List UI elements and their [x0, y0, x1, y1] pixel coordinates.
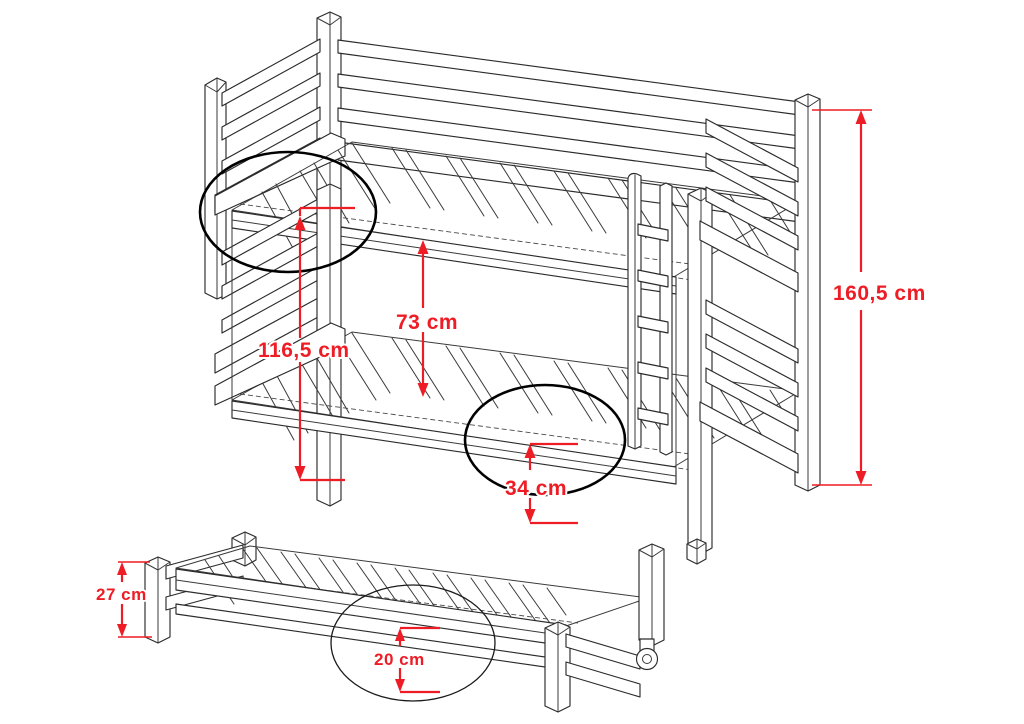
dimension-label-clearance: 73 cm — [396, 311, 458, 334]
dimension-upper-bunk-height: 116,5 cm — [256, 206, 355, 482]
callout-ellipse-upper-bunk — [198, 150, 378, 274]
dimension-lower-bunk-height: 34 cm — [503, 442, 578, 525]
dimension-clearance: 73 cm — [394, 240, 460, 397]
dimension-total-height: 160,5 cm — [812, 109, 927, 486]
dimension-trundle-slat-height: 20 cm — [372, 626, 440, 694]
callout-ellipse-lower-bunk — [463, 383, 627, 497]
dimension-label-lower-bunk-height: 34 cm — [505, 477, 567, 500]
lower-bunk-front-rail — [231, 400, 677, 485]
trundle-footboard-right — [565, 633, 641, 698]
footboard-right-upper-slats — [699, 118, 799, 293]
ladder — [627, 172, 673, 456]
dimension-label-trundle-frame-height: 27 cm — [96, 585, 147, 604]
bunk-bed-assembly — [204, 11, 821, 555]
callout-ellipse-trundle — [330, 584, 496, 702]
dimension-label-upper-bunk-height: 116,5 cm — [258, 339, 350, 362]
trundle-detached-post — [686, 538, 707, 565]
trundle-post-back-right — [638, 543, 665, 647]
caster-wheel — [635, 638, 659, 671]
headboard-left-slats — [214, 197, 321, 374]
dimension-trundle-frame-height: 27 cm — [94, 561, 152, 638]
trundle-post-front-right — [544, 621, 571, 713]
lower-bunk-side-rail-left — [214, 322, 346, 406]
post-back-right — [794, 93, 821, 492]
footboard-right-lower-slats — [699, 299, 799, 474]
trundle-bed-assembly — [144, 531, 707, 713]
dimension-label-total-height: 160,5 cm — [833, 282, 926, 305]
trundle-post-front-left — [144, 556, 171, 644]
dimension-label-trundle-slat-height: 20 cm — [374, 650, 425, 669]
